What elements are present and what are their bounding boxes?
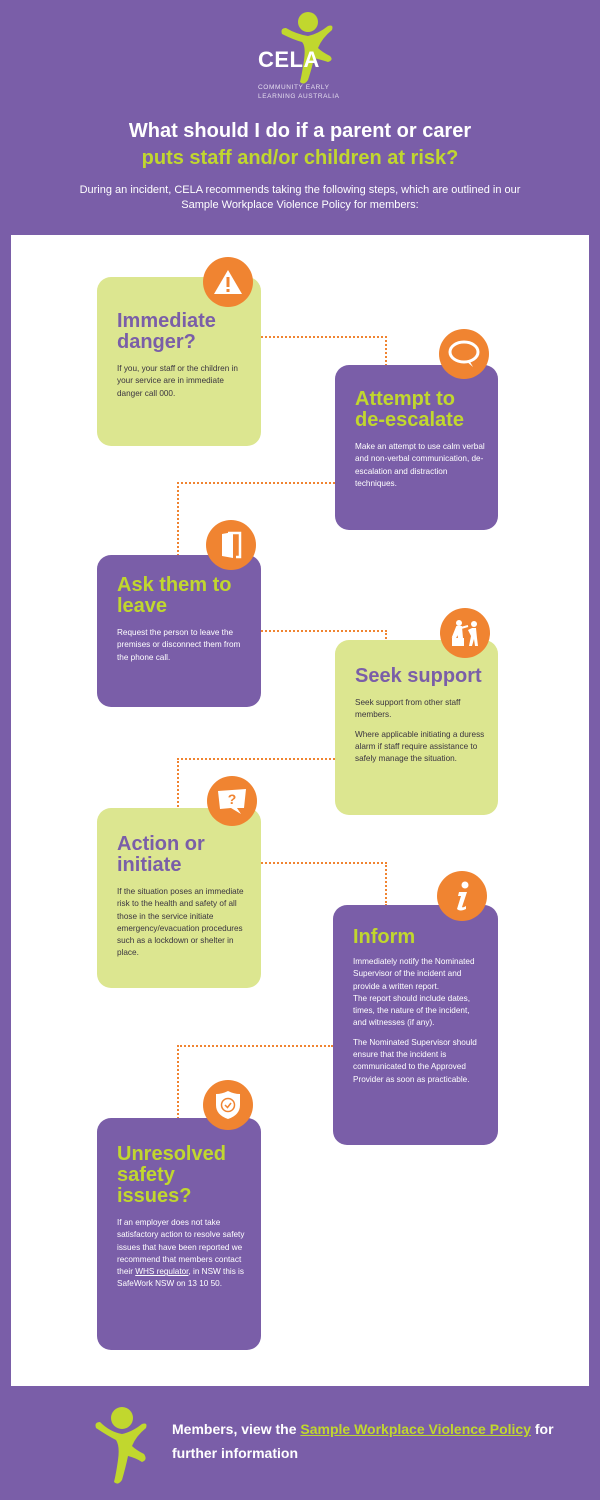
page-title-line2: puts staff and/or children at risk? — [141, 147, 459, 169]
step-card-inform: Inform Immediately notify the Nominated … — [333, 905, 498, 1145]
step-text: The report should include dates, times, … — [353, 993, 470, 1028]
connector — [177, 758, 179, 810]
step-card-unresolved-safety-issues: Unresolved safety issues? If an employer… — [97, 1118, 261, 1350]
connector — [385, 336, 387, 366]
svg-text:?: ? — [228, 791, 237, 807]
step-card-action-or-initiate: Action or initiate If the situation pose… — [97, 808, 261, 988]
logo-text: CELA — [258, 47, 320, 72]
step-title: Seek support — [355, 665, 482, 687]
step-text: Request the person to leave the premises… — [117, 628, 241, 662]
connector — [177, 482, 335, 484]
step-title: Action or initiate — [117, 833, 205, 876]
warning-triangle-icon — [203, 257, 253, 307]
footer-text: Members, view the Sample Workplace Viole… — [172, 1421, 554, 1461]
connector — [177, 758, 335, 760]
step-text: The Nominated Supervisor should ensure t… — [353, 1037, 477, 1084]
connector — [385, 630, 387, 642]
step-card-ask-them-to-leave: Ask them to leave Request the person to … — [97, 555, 261, 707]
connector — [385, 862, 387, 906]
step-text: Seek support from other staff members. — [355, 698, 461, 720]
shield-check-icon — [203, 1080, 253, 1130]
step-card-attempt-to-de-escalate: Attempt to de-escalate Make an attempt t… — [335, 365, 498, 530]
step-text: If an employer does not take satisfactor… — [117, 1218, 245, 1289]
step-text: If you, your staff or the children in yo… — [117, 364, 238, 398]
step-text: Immediately notify the Nominated Supervi… — [353, 957, 475, 991]
speech-bubble-icon — [439, 329, 489, 379]
whs-regulator-link[interactable]: WHS regulator — [135, 1267, 189, 1277]
cela-footer-figure-icon — [95, 1407, 147, 1484]
step-text: Where applicable initiating a duress ala… — [355, 729, 485, 764]
info-icon — [437, 871, 487, 921]
intro-text: During an incident, CELA recommends taki… — [79, 184, 521, 211]
logo-subtitle: COMMUNITY EARLY LEARNING AUSTRALIA — [258, 84, 340, 100]
step-card-seek-support: Seek support Seek support from other sta… — [335, 640, 498, 815]
step-text: Make an attempt to use calm verbal and n… — [355, 442, 485, 488]
page-title-line1: What should I do if a parent or carer — [128, 120, 472, 142]
step-title: Inform — [353, 926, 416, 948]
sample-policy-link[interactable]: Sample Workplace Violence Policy — [300, 1421, 531, 1437]
connector — [261, 862, 387, 864]
step-title: Attempt to de-escalate — [355, 388, 464, 431]
door-icon — [206, 520, 256, 570]
connector — [261, 630, 387, 632]
cela-logo-figure-icon — [281, 12, 333, 84]
step-title: Unresolved safety issues? — [117, 1143, 226, 1207]
step-title: Immediate danger? — [117, 310, 216, 353]
helping-hand-icon — [440, 608, 490, 658]
connector — [177, 482, 179, 556]
connector — [261, 336, 387, 338]
question-bubble-icon: ? — [207, 776, 257, 826]
connector — [177, 1045, 179, 1119]
step-title: Ask them to leave — [117, 574, 232, 617]
step-text: If the situation poses an immediate risk… — [117, 887, 244, 958]
connector — [177, 1045, 333, 1047]
